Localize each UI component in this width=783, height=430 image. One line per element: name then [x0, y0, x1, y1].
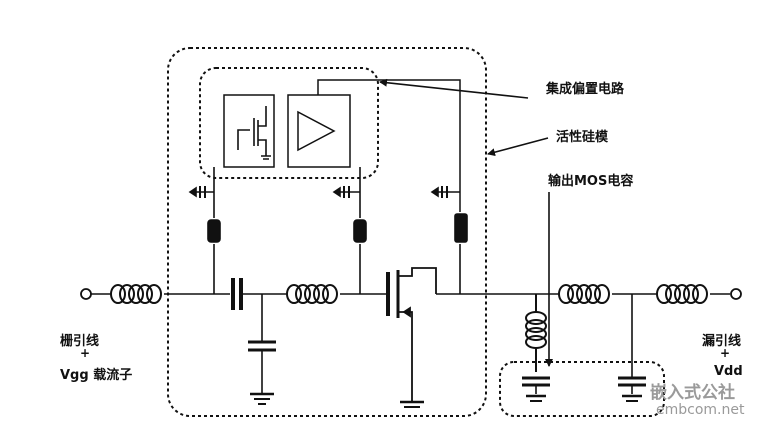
label-active-die: 活性硅模: [556, 130, 609, 145]
label-gate-lead: 栅引线: [60, 334, 100, 349]
gate-bias-feed-right: [332, 167, 367, 294]
arrow-active-die: [487, 137, 549, 157]
shunt-inductor: [525, 294, 547, 372]
active-die-boundary: [167, 47, 487, 417]
label-integrated-bias: 集成偏置电路: [546, 82, 625, 97]
bias-feedback-line: [317, 79, 461, 212]
drain-lead-inductor: [656, 284, 708, 304]
bias-transistor-block: [223, 94, 275, 168]
label-output-mos-cap: 输出MOS电容: [548, 174, 634, 189]
series-inductor: [286, 284, 338, 304]
output-mos-cap-left: [522, 376, 550, 402]
gate-lead-inductor: [110, 284, 162, 304]
label-drain-plus: +: [720, 346, 731, 360]
label-gate-plus: +: [80, 346, 91, 360]
output-mos-cap-right: [618, 294, 646, 402]
label-drain-lead: 漏引线: [702, 334, 742, 349]
output-inductor-1: [558, 284, 610, 304]
label-vgg-carrier: Vgg 载流子: [60, 368, 133, 383]
integrated-bias-boundary: [199, 67, 379, 179]
output-mos-cap-boundary: [499, 361, 665, 417]
drain-bias-feed: [430, 186, 468, 294]
watermark-brand: 嵌入式公社: [650, 383, 735, 403]
main-mos-transistor: [386, 267, 437, 408]
drain-terminal: [730, 288, 742, 300]
series-capacitor: [231, 278, 243, 310]
watermark-site: embcom.net: [656, 402, 745, 418]
gate-bias-feed-left: [188, 167, 221, 294]
amplifier-block: [287, 94, 351, 168]
arrow-integrated-bias: [379, 78, 529, 99]
shunt-capacitor: [248, 294, 276, 405]
gate-terminal: [80, 288, 92, 300]
label-vdd: Vdd: [714, 364, 743, 379]
